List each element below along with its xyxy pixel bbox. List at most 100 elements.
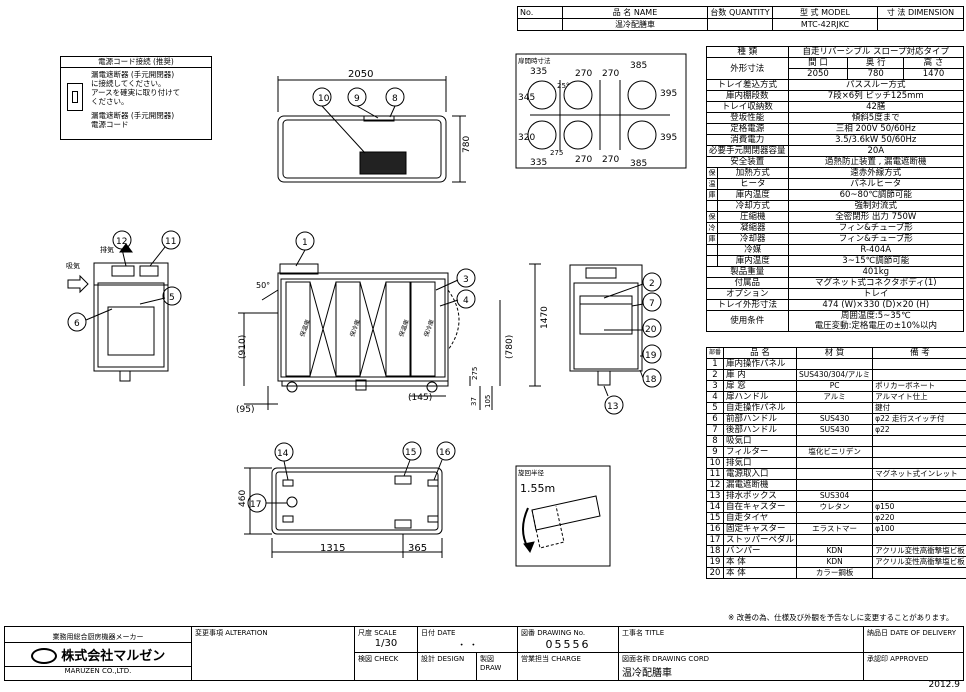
- callout-8: 8: [392, 94, 398, 104]
- part-no: 19: [705, 556, 725, 568]
- callout-1: 1: [302, 238, 308, 248]
- door-270b: 270: [602, 69, 619, 79]
- spec-table: 種 類 自走リバーシブル スロープ対応タイプ 外形寸法 間 口 奥 行 高 さ …: [706, 46, 965, 332]
- footer-block: 業務用総合厨房機器メーカー 株式会社マルゼン MARUZEN CO.,LTD. …: [4, 626, 965, 681]
- spec-width-value: 2050: [787, 68, 849, 80]
- cold-group-char: 保: [707, 212, 718, 222]
- part-note: マグネット式インレット: [872, 468, 966, 480]
- power-line-1: 漏電遮断器 (手元開閉器): [91, 70, 175, 79]
- spec-row-label: 登坂性能: [706, 112, 789, 124]
- part-name: 庫 内: [723, 369, 798, 381]
- part-no: 12: [705, 479, 725, 491]
- part-name: バンパー: [723, 545, 798, 557]
- door-25: 25°: [557, 82, 569, 90]
- date-label: 日付 DATE: [421, 629, 456, 637]
- bottom-view: [244, 441, 456, 558]
- callout-2: 2: [649, 279, 655, 289]
- part-name: 排水ボックス: [723, 490, 798, 502]
- spec-row-label: 冷媒: [744, 245, 762, 255]
- door-395a: 395: [660, 89, 677, 99]
- part-no: 5: [705, 402, 725, 414]
- part-note: アルマイト仕上: [872, 391, 966, 403]
- part-no: 9: [705, 446, 725, 458]
- spec-row-value: パススルー方式: [787, 79, 965, 91]
- use-line-2: 電圧変動:定格電圧の±10%以内: [814, 321, 937, 331]
- dimension-label: 寸 法 DIMENSION: [877, 6, 964, 19]
- callout-15: 15: [405, 448, 416, 458]
- part-material: SUS430: [796, 413, 874, 425]
- part-name: 後部ハンドル: [723, 424, 798, 436]
- spec-row-value: 遠赤外線方式: [787, 167, 965, 179]
- company-logo: 株式会社マルゼン: [5, 643, 191, 667]
- part-no: 17: [705, 534, 725, 546]
- charge-label: 営業担当 CHARGE: [517, 652, 619, 681]
- part-name: 漏電遮断機: [723, 479, 798, 491]
- title-label: 工事名 TITLE: [617, 626, 864, 653]
- part-material: カラー鋼板: [796, 567, 874, 579]
- front-view: [238, 231, 541, 410]
- part-note: [872, 446, 966, 458]
- part-material: SUS430: [796, 424, 874, 436]
- part-name: 庫内操作パネル: [723, 358, 798, 370]
- spec-row-label: 庫内温度: [735, 256, 770, 266]
- cold-group-char: 庫: [707, 234, 718, 244]
- spec-type-value: 自走リバーシブル スロープ対応タイプ: [787, 46, 965, 58]
- warm-group-char: 保: [707, 168, 718, 178]
- spec-row-label: 加熱方式: [735, 168, 770, 178]
- parts-header-material: 材 質: [796, 347, 874, 359]
- cold-group-char: 冷: [707, 223, 718, 233]
- spec-height-value: 1470: [903, 68, 964, 80]
- door-320: 320: [518, 133, 535, 143]
- date-value: ・ ・: [457, 641, 478, 651]
- dim-145: (145): [408, 393, 432, 403]
- spec-row-label: オプション: [706, 288, 789, 300]
- part-note: φ22 走行スイッチ付: [872, 413, 966, 425]
- part-material: KDN: [796, 556, 874, 568]
- callout-9: 9: [354, 94, 360, 104]
- part-material: [796, 402, 874, 414]
- part-note: ポリカーボネート: [872, 380, 966, 392]
- part-no: 3: [705, 380, 725, 392]
- breaker-symbol: [67, 83, 83, 111]
- door-270a: 270: [575, 69, 592, 79]
- door-395b: 395: [660, 133, 677, 143]
- spec-row-label: トレイ外形寸法: [706, 299, 789, 311]
- part-name: 自在キャスター: [723, 501, 798, 513]
- part-material: PC: [796, 380, 874, 392]
- callout-18: 18: [645, 375, 657, 385]
- callout-13: 13: [607, 402, 618, 412]
- spec-row-value: トレイ: [787, 288, 965, 300]
- part-no: 2: [705, 369, 725, 381]
- dim-1470: 1470: [540, 306, 550, 329]
- part-name: フィルター: [723, 446, 798, 458]
- part-name: 本 体: [723, 567, 798, 579]
- logo-mark-icon: [30, 648, 57, 665]
- check-label: 検図 CHECK: [354, 652, 418, 681]
- callout-3: 3: [463, 275, 469, 285]
- spec-row-value: 全密閉形 出力 750W: [787, 211, 965, 223]
- spec-row-value: R-404A: [787, 244, 965, 256]
- spec-depth-label: 奥 行: [847, 57, 905, 69]
- part-no: 20: [705, 567, 725, 579]
- power-line-2: に接続してください。: [91, 79, 166, 88]
- part-note: [872, 435, 966, 447]
- door-385a: 385: [630, 61, 647, 71]
- spec-row-value: 過熱防止装置 , 漏電遮断機: [787, 156, 965, 168]
- exhaust-label: 排気: [100, 245, 114, 254]
- part-no: 8: [705, 435, 725, 447]
- part-name: ストッパーペダル: [723, 534, 798, 546]
- part-name: 固定キャスター: [723, 523, 798, 535]
- callout-17: 17: [250, 500, 261, 510]
- design-label: 設計 DESIGN: [417, 652, 477, 681]
- scale-value: 1/30: [374, 638, 398, 649]
- part-no: 11: [705, 468, 725, 480]
